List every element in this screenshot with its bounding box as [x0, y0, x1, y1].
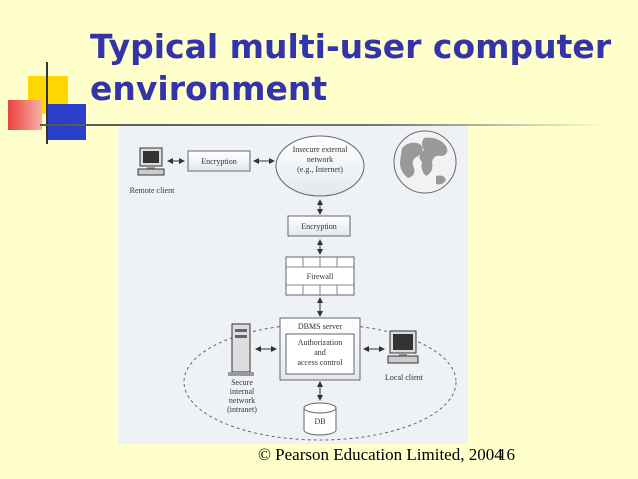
remote-client-label: Remote client: [130, 186, 175, 195]
title-line-1: Typical multi-user computer: [90, 27, 612, 66]
copyright-footer: © Pearson Education Limited, 2004: [258, 445, 503, 464]
intranet-label-2: internal: [230, 387, 255, 396]
db-label: DB: [314, 417, 325, 426]
local-client-label: Local client: [385, 373, 424, 382]
database-cylinder-icon: [303, 402, 337, 436]
auth-label-2: and: [314, 348, 326, 357]
dbms-server-label: DBMS server: [298, 322, 343, 331]
auth-label-1: Authorization: [298, 338, 342, 347]
page-number: 16: [498, 445, 515, 464]
encryption-top-label: Encryption: [201, 157, 237, 166]
title-divider: [40, 124, 608, 126]
external-network-label-3: (e.g., Internet): [297, 165, 343, 174]
deco-blue-square: [46, 104, 86, 140]
encryption-mid-label: Encryption: [301, 222, 337, 231]
remote-client-computer-icon: [137, 147, 165, 176]
diagram-panel: Remote client Encryption Insecure extern…: [118, 126, 468, 444]
external-network-label-1: Insecure external: [293, 145, 349, 154]
slide-title: Typical multi-user computer environment: [90, 26, 630, 110]
local-client-computer-icon: [387, 330, 419, 364]
external-network-cloud: [275, 135, 365, 197]
intranet-label-1: Secure: [231, 378, 253, 387]
encryption-top-box: [187, 150, 251, 172]
auth-box: [285, 333, 355, 375]
firewall-label: Firewall: [307, 272, 334, 281]
network-diagram: Remote client Encryption Insecure extern…: [130, 130, 457, 441]
globe-icon: [393, 130, 457, 194]
title-line-2: environment: [90, 69, 328, 108]
external-network-label-2: network: [307, 155, 333, 164]
deco-red-square: [8, 100, 42, 130]
intranet-label-4: (intranet): [227, 405, 257, 414]
deco-vertical-line: [46, 62, 48, 144]
encryption-mid-box: [287, 215, 351, 237]
firewall-box: [285, 256, 355, 296]
intranet-server-tower-icon: [228, 323, 254, 376]
auth-label-3: access control: [297, 358, 343, 367]
intranet-label-3: network: [229, 396, 255, 405]
